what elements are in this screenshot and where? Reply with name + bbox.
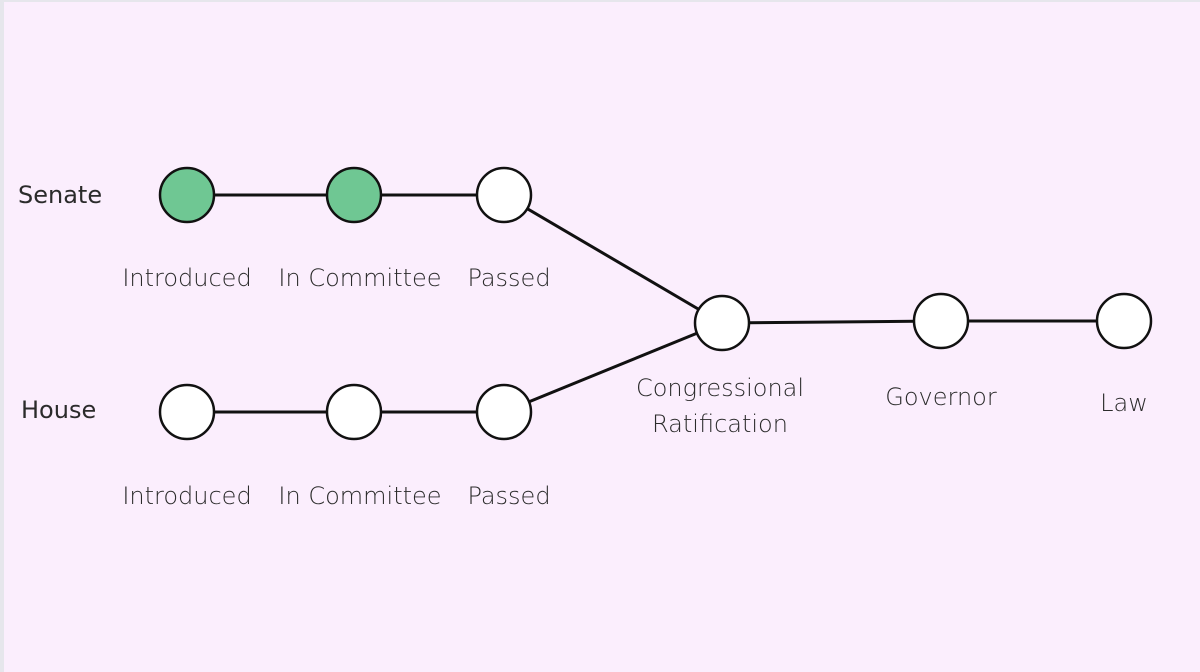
ratification-label: Congressional Ratification [635, 374, 805, 438]
legislative-flow-diagram [4, 2, 1200, 672]
connector-senate-passed-ratification [503, 193, 723, 325]
governor-node [912, 292, 970, 350]
connector-ratification-governor [721, 319, 942, 325]
law-node [1095, 292, 1153, 350]
house-committee-node [325, 383, 383, 441]
senate-introduced-node [158, 166, 216, 224]
house-committee-label: In Committee [278, 482, 442, 510]
house-passed-label: Passed [467, 482, 551, 510]
senate-lane-label: Senate [18, 181, 103, 209]
senate-introduced-label: Introduced [122, 264, 252, 292]
house-introduced-label: Introduced [122, 482, 252, 510]
governor-label: Governor [885, 383, 997, 411]
ratification-node [693, 294, 751, 352]
senate-passed-node [475, 166, 533, 224]
senate-committee-label: In Committee [278, 264, 442, 292]
house-lane-label: House [21, 396, 97, 424]
law-label: Law [1100, 389, 1148, 417]
senate-passed-label: Passed [467, 264, 551, 292]
diagram-background [4, 2, 1200, 672]
house-passed-node [475, 383, 533, 441]
senate-committee-node [325, 166, 383, 224]
house-introduced-node [158, 383, 216, 441]
connector-house-passed-ratification [503, 321, 723, 414]
